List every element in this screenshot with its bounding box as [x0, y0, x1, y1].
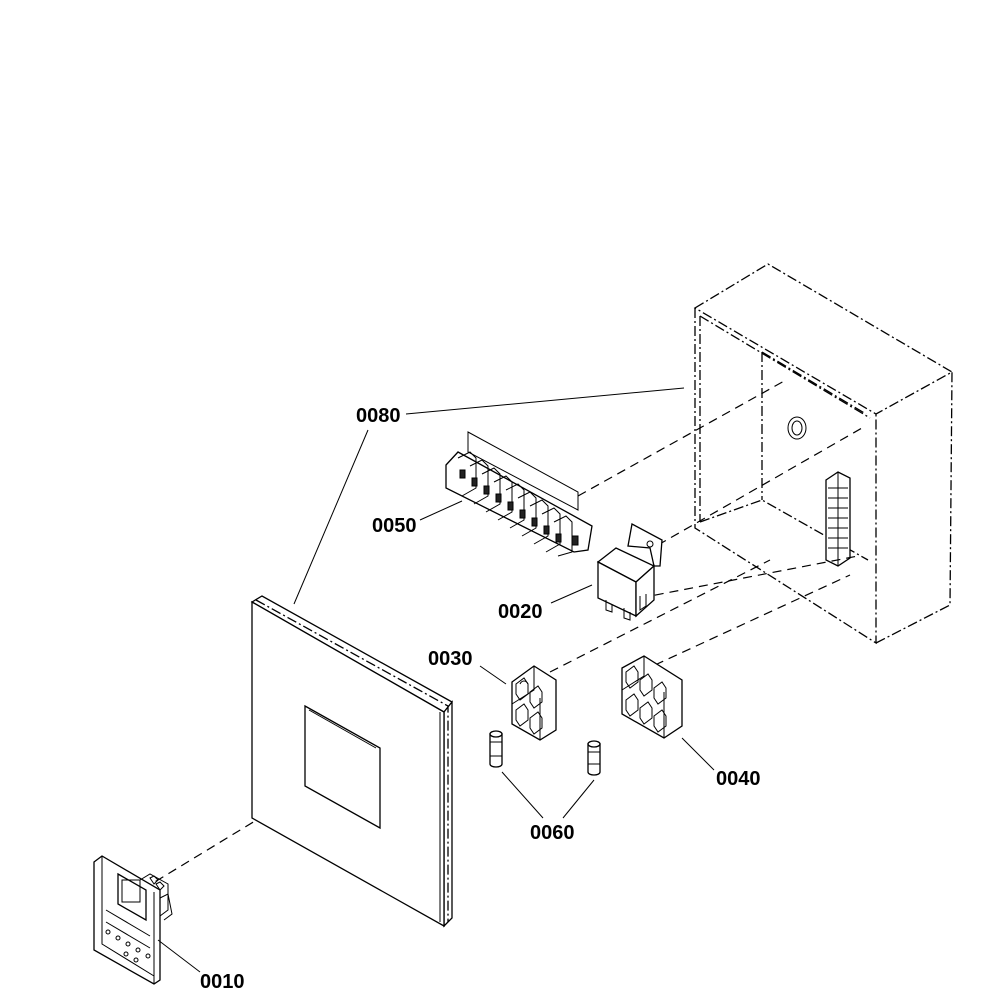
- terminal-strip: [445, 431, 593, 557]
- callout-0050: 0050: [372, 515, 417, 537]
- leader-lines: [157, 387, 715, 973]
- enclosure-box: [693, 263, 954, 645]
- cover-panel: [250, 595, 453, 928]
- callout-0010: 0010: [200, 971, 245, 993]
- callout-0060: 0060: [530, 822, 575, 844]
- internal-terminal-strip: [825, 471, 851, 567]
- callout-0030: 0030: [428, 648, 473, 670]
- assembly-lines: [129, 379, 863, 898]
- callout-0020: 0020: [498, 601, 543, 623]
- fuse-block-small: [511, 665, 557, 741]
- fuse-left: [489, 730, 503, 768]
- fuse-right: [587, 740, 601, 776]
- callout-0040: 0040: [716, 768, 761, 790]
- relay: [596, 523, 663, 621]
- callout-0080: 0080: [356, 405, 401, 427]
- fuse-block-large: [621, 655, 683, 739]
- control-board: [93, 855, 173, 985]
